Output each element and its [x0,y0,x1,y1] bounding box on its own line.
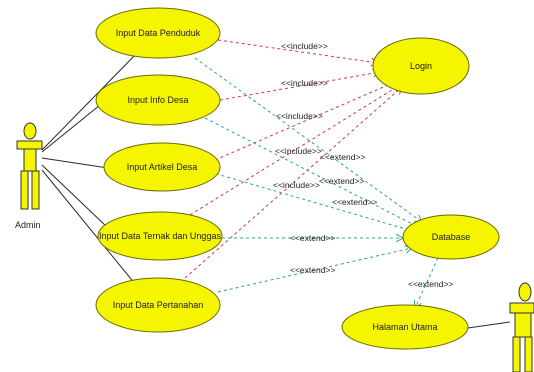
use-case-label: Input Data Penduduk [116,28,201,38]
use-case-input-data-penduduk[interactable]: Input Data Penduduk [95,7,221,59]
extend-label-2: <<extend>> [319,176,364,186]
use-case-label: Input Data Pertanahan [113,300,204,310]
extend-label-5: <<extend>> [290,265,335,275]
use-case-halaman-utama[interactable]: Halaman Utama [341,304,469,350]
association-admin-artikel [41,157,109,169]
use-case-label: Halaman Utama [372,322,437,332]
include-line-ternak [184,85,400,219]
association-admin-pertanahan [41,169,141,291]
extend-label-4: <<extend>> [290,233,335,243]
actor-icon [509,282,534,372]
association-admin-penduduk [41,49,141,151]
use-case-login[interactable]: Login [372,37,470,95]
association-user-halaman [467,321,511,329]
extend-label-6: <<extend>> [408,279,453,289]
use-case-label: Input Info Desa [127,95,188,105]
extend-line-desa [204,117,420,228]
association-admin-ternak [41,164,109,229]
include-line-artikel [214,82,395,161]
use-case-database[interactable]: Database [402,214,500,260]
actor-admin[interactable]: Admin [15,122,43,230]
use-case-input-artikel-desa[interactable]: Input Artikel Desa [103,142,221,192]
actor-user[interactable] [509,282,534,372]
association-admin-desa [41,104,101,153]
include-label-2: <<include>> [281,78,328,88]
use-case-input-data-pertanahan[interactable]: Input Data Pertanahan [95,277,221,333]
use-case-label: Input Data Ternak dan Unggas [99,231,221,241]
extend-line-penduduk [194,57,422,222]
use-case-label: Input Artikel Desa [127,162,198,172]
use-case-label: Database [432,232,471,242]
include-label-5: <<include>> [273,180,320,190]
use-case-input-info-desa[interactable]: Input Info Desa [95,74,221,126]
include-label-4: <<include>> [275,146,322,156]
use-case-label: Login [410,61,432,71]
extend-label-3: <<extend>> [332,197,377,207]
include-line-pertanahan [184,87,402,279]
actor-label: Admin [15,220,41,230]
actor-icon [16,122,43,210]
include-label-3: <<include>> [276,111,323,121]
include-label-1: <<include>> [281,41,328,51]
include-line-penduduk [217,39,378,63]
use-case-input-data-ternak-dan-unggas[interactable]: Input Data Ternak dan Unggas [97,211,223,261]
extend-label-1: <<extend>> [320,152,365,162]
